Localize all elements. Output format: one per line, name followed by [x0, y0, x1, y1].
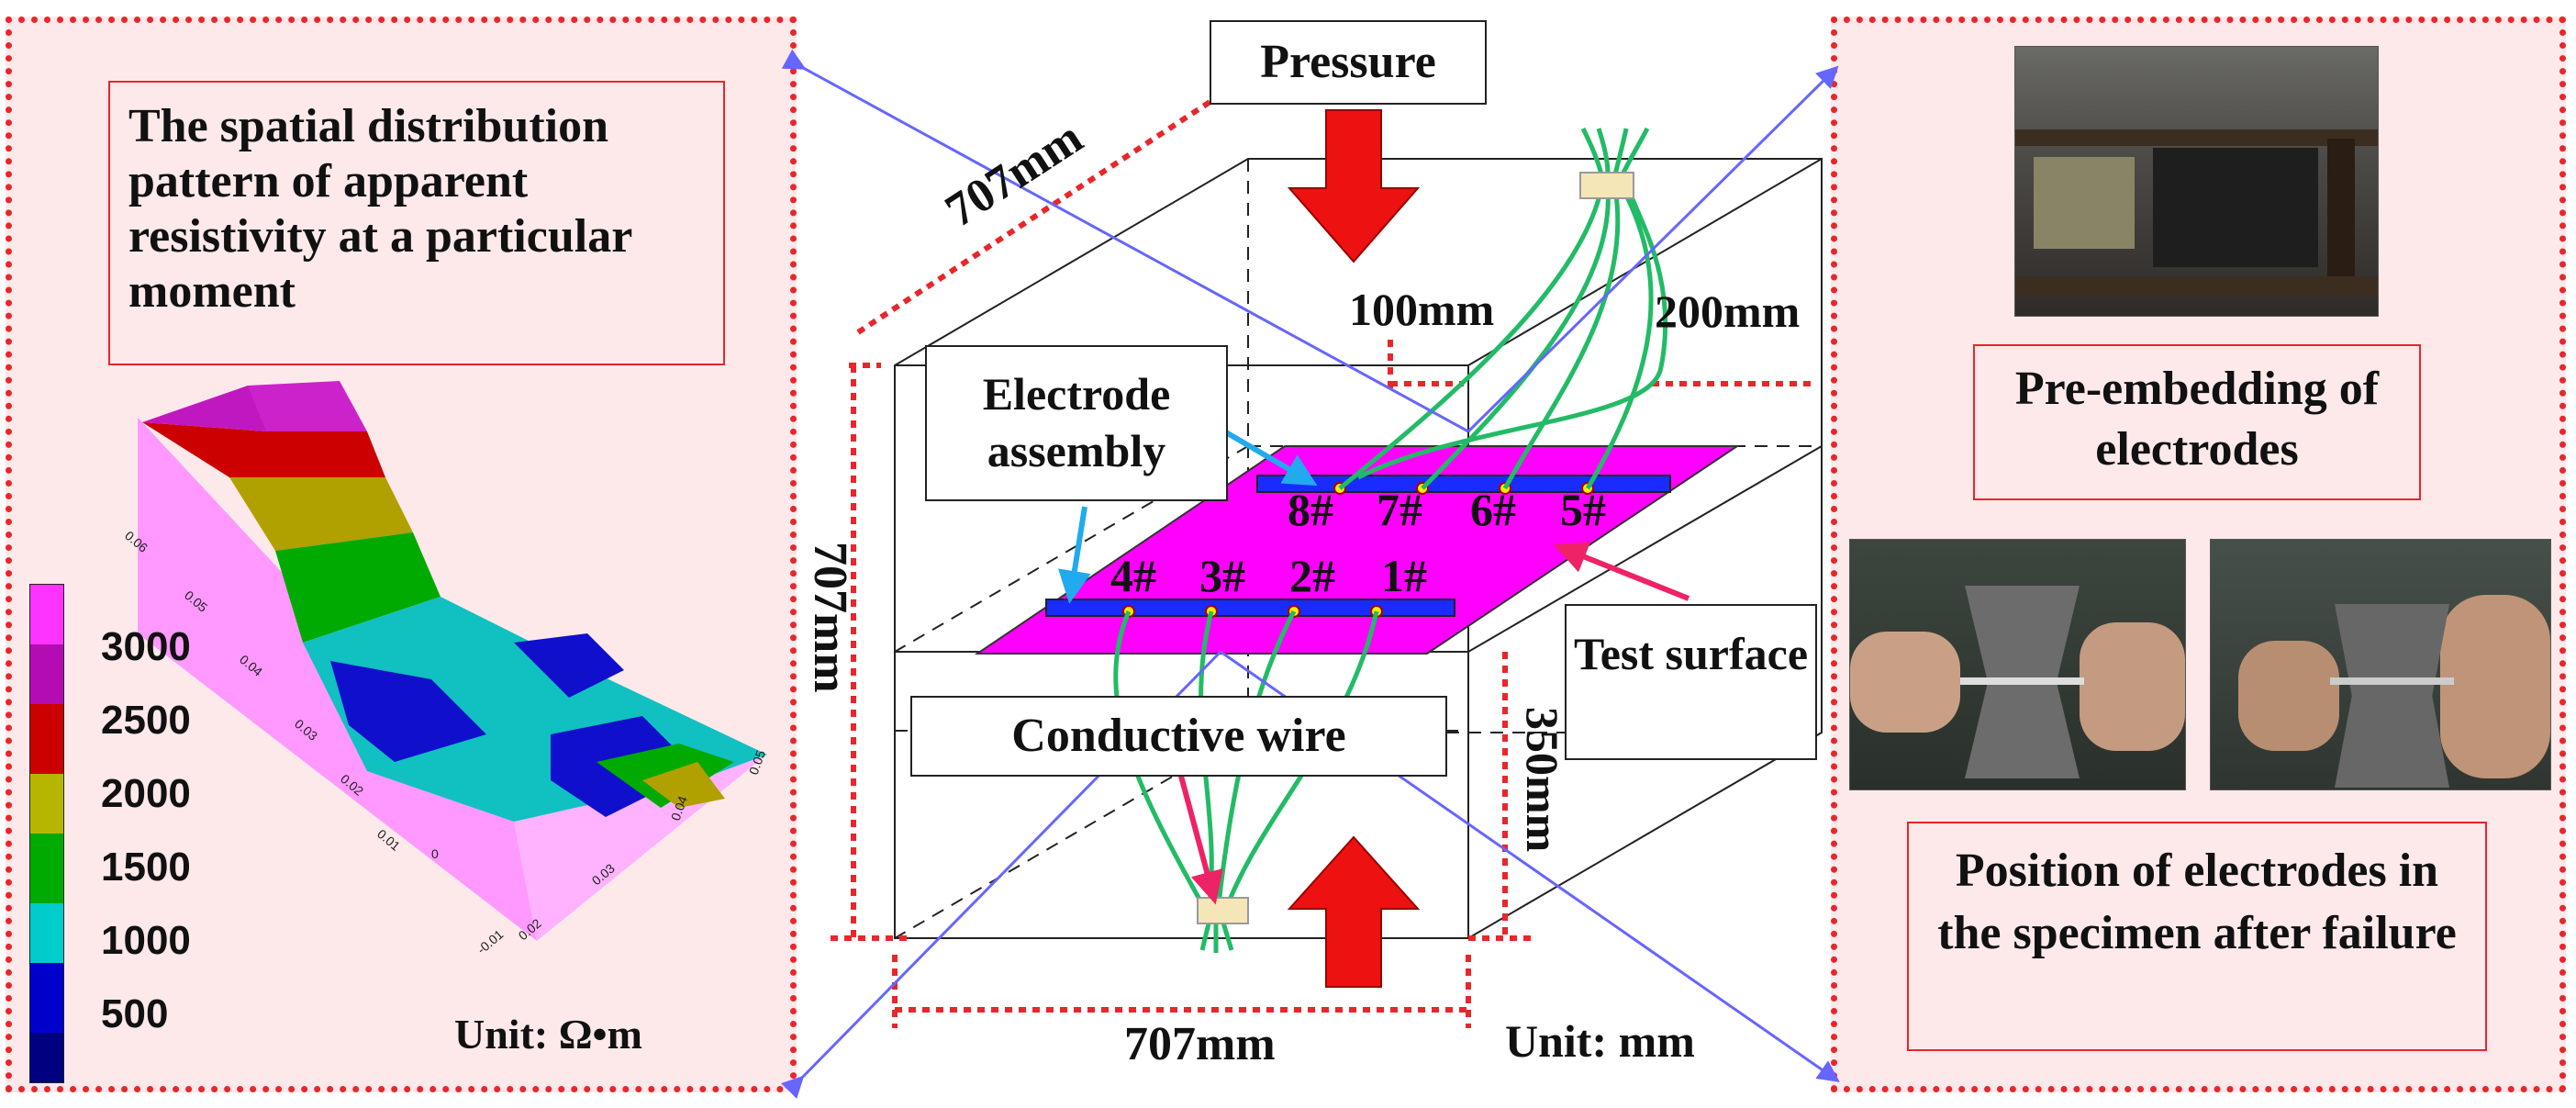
colorbar-seg-0	[30, 585, 63, 645]
pressure-arrow-top	[1287, 109, 1421, 263]
dim-edge-label: 200mm	[1655, 285, 1801, 337]
electrode-8: 8#	[1288, 484, 1333, 535]
electrode-assembly-box: Electrode assembly	[925, 345, 1228, 501]
left-title: The spatial distribution pattern of appa…	[128, 100, 632, 318]
electrode-bar-back	[1256, 475, 1671, 493]
colorbar-seg-7	[30, 1032, 63, 1082]
dim-bottom-label: 707mm	[1124, 1018, 1276, 1070]
colorbar-seg-2	[30, 704, 63, 774]
photo-failure-1	[1849, 539, 2186, 790]
electrode-3: 3#	[1199, 550, 1245, 601]
photo-pre-embedding	[2014, 46, 2379, 317]
colorbar-seg-3	[30, 773, 63, 834]
colorbar-seg-6	[30, 962, 63, 1033]
electrode-2: 2#	[1289, 550, 1335, 601]
position-box: Position of electrodes in the specimen a…	[1907, 822, 2487, 1051]
wire-connector-bottom	[1197, 897, 1249, 924]
colorbar-tick-1000: 1000	[101, 918, 191, 963]
dimension-lines	[831, 98, 1817, 1028]
pressure-label: Pressure	[1260, 36, 1436, 88]
pressure-arrow-bottom	[1287, 835, 1421, 988]
left-title-box: The spatial distribution pattern of appa…	[108, 81, 725, 365]
wire-connector-top	[1579, 172, 1634, 199]
pointer-wire	[1176, 768, 1223, 905]
pressure-box: Pressure	[1210, 20, 1487, 105]
position-label: Position of electrodes in the specimen a…	[1937, 845, 2457, 959]
test-surface-label: Test surface	[1573, 628, 1809, 679]
conductive-wire-box: Conductive wire	[910, 696, 1447, 777]
pointer-electrode-front	[1058, 506, 1091, 604]
dim-spacing-label: 100mm	[1349, 284, 1495, 335]
electrode-assembly-label: Electrode assembly	[982, 368, 1171, 476]
colorbar-tick-2500: 2500	[101, 698, 191, 743]
electrode-7: 7#	[1377, 484, 1422, 535]
colorbar-tick-2000: 2000	[101, 771, 191, 816]
center-unit-label: Unit: mm	[1505, 1015, 1695, 1067]
electrode-4: 4#	[1110, 550, 1156, 601]
electrode-5: 5#	[1560, 484, 1606, 535]
photo-failure-2	[2210, 539, 2551, 790]
pointer-test-surface	[1554, 541, 1690, 601]
electrode-1: 1#	[1381, 550, 1427, 601]
colorbar-seg-4	[30, 833, 63, 903]
colorbar-seg-5	[30, 902, 63, 963]
colorbar-seg-1	[30, 644, 63, 705]
conductive-wire-label: Conductive wire	[1011, 710, 1346, 762]
dim-left-label: 707mm	[804, 542, 856, 693]
colorbar-tick-1500: 1500	[101, 845, 191, 890]
dim-height-label: 350mm	[1517, 707, 1568, 853]
test-surface-box: Test surface	[1565, 604, 1817, 760]
colorbar-tick-500: 500	[101, 991, 169, 1036]
left-unit-label: Unit: Ω•m	[454, 1011, 642, 1058]
electrode-6: 6#	[1470, 484, 1516, 535]
electrode-bar-front	[1045, 599, 1455, 617]
pre-embedding-label: Pre-embedding of electrodes	[2014, 363, 2380, 476]
pre-embedding-box: Pre-embedding of electrodes	[1973, 344, 2421, 500]
colorbar	[29, 584, 64, 1083]
colorbar-tick-3000: 3000	[101, 624, 191, 669]
